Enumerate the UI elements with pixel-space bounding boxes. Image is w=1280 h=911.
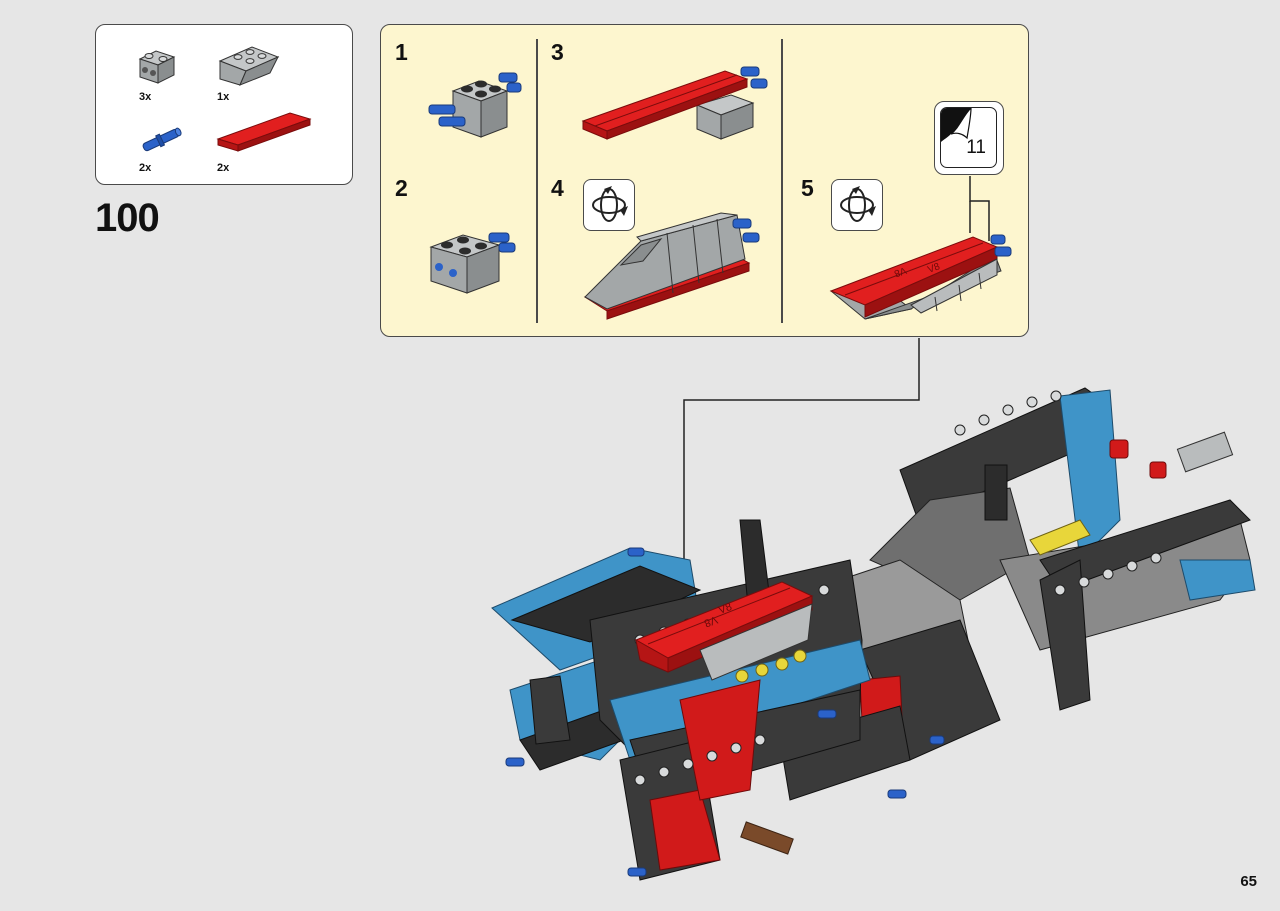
panel-divider [536,39,538,323]
sub-step-number: 5 [801,175,814,201]
sub-assembly-3-illustration [581,66,768,140]
reference-callout-line [969,176,990,241]
red-tile-icon [216,112,312,152]
part-qty: 2x [217,162,230,174]
sub-assembly-4-illustration [583,212,760,320]
part-qty: 1x [217,91,230,103]
sub-assembly-2-illustration [429,232,516,294]
page-number: 65 [1240,873,1257,890]
rotate-model-icon [831,179,883,231]
sub-step-number: 1 [395,39,408,65]
engine-print-label: V8 [926,261,942,276]
page-turn-icon: 11 [940,107,997,168]
step-number: 100 [95,196,160,240]
sub-assembly-panel: 1 2 3 4 5 [380,24,1029,337]
parts-list-box: 3x 1x 2x 2x [95,24,353,185]
panel-divider [781,39,783,323]
reference-value: 11 [966,137,986,158]
part-qty: 3x [139,91,152,103]
sub-step-number: 4 [551,175,564,201]
engine-print-label: V8 [717,601,734,617]
brick-1x2-holes-icon [138,50,176,84]
engine-print-label: V8 [892,264,908,279]
sub-step-number: 3 [551,39,564,65]
sub-assembly-1-illustration [428,72,522,138]
sub-step-number: 2 [395,175,408,201]
reference-box: 11 [934,101,1004,175]
part-qty: 2x [139,162,152,174]
engine-print-label: V8 [702,613,719,629]
slope-brick-icon [218,46,280,86]
sub-assembly-5-illustration: V8 V8 [829,234,1012,320]
rotate-model-icon [583,179,635,231]
blue-pin-icon [142,127,182,152]
